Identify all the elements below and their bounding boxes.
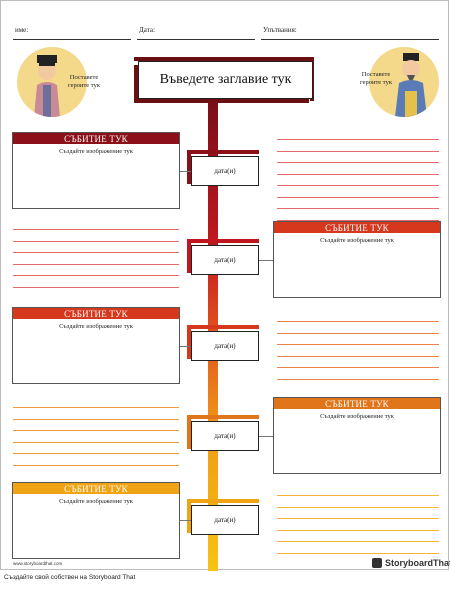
writing-line[interactable] [277,529,439,531]
date-text: дата(и) [214,432,236,440]
character-portrait-left [17,47,87,117]
event-subtitle: Създайте изображение тук [320,413,394,420]
writing-line[interactable] [277,208,439,209]
writing-line[interactable] [13,418,179,420]
writing-line[interactable] [277,196,439,198]
title-box[interactable]: Въведете заглавие тук [138,61,313,99]
writing-line[interactable] [277,185,439,186]
writing-line[interactable] [13,240,179,242]
event-subtitle: Създайте изображение тук [59,498,133,505]
writing-line[interactable] [277,506,439,508]
character-portrait-right [369,47,439,117]
writing-line[interactable] [277,378,439,380]
writing-line[interactable] [277,541,439,542]
event-box[interactable]: СЪБИТИЕ ТУК Създайте изображение тук [12,482,180,559]
writing-line[interactable] [277,150,439,152]
writing-line[interactable] [277,219,439,221]
man-character-icon [395,53,427,117]
woman-character-icon [34,55,60,117]
questions-field[interactable] [261,39,439,40]
date-box[interactable]: дата(и) [191,505,259,535]
writing-line[interactable] [277,518,439,519]
date-label: Дата: [139,26,155,34]
writing-line[interactable] [277,495,439,496]
writing-line[interactable] [277,355,439,357]
date-text: дата(и) [214,256,236,264]
connector [180,520,191,521]
writing-line[interactable] [13,275,179,276]
writing-line[interactable] [277,552,439,554]
name-label: име: [15,26,29,34]
event-heading: СЪБИТИЕ ТУК [13,133,179,144]
bottom-caption: Създайте свой собствен на Storyboard Tha… [4,574,136,581]
date-text: дата(и) [214,167,236,175]
event-box[interactable]: СЪБИТИЕ ТУК Създайте изображение тук [12,132,180,209]
writing-line[interactable] [277,332,439,334]
writing-line[interactable] [277,139,439,140]
name-field[interactable] [13,39,131,40]
date-frame [187,239,259,273]
connector [180,346,191,347]
date-frame [187,499,259,533]
writing-line[interactable] [13,263,179,265]
questions-label: Упътвания: [263,26,297,34]
logo-icon [372,558,382,568]
portrait-right-caption: Поставете героите тук [360,71,392,86]
date-text: дата(и) [214,342,236,350]
writing-line[interactable] [13,453,179,454]
date-frame [187,325,259,359]
event-box[interactable]: СЪБИТИЕ ТУК Създайте изображение тук [273,397,441,474]
date-box[interactable]: дата(и) [191,245,259,275]
writing-line[interactable] [13,441,179,443]
writing-line[interactable] [277,321,439,322]
date-box[interactable]: дата(и) [191,421,259,451]
date-frame [187,415,259,449]
connector [180,171,191,172]
event-subtitle: Създайте изображение тук [59,148,133,155]
writing-line[interactable] [277,173,439,175]
worksheet: име: Дата: Упътвания: Поставете героите … [0,0,450,571]
event-heading: СЪБИТИЕ ТУК [274,398,440,409]
writing-line[interactable] [13,464,179,466]
writing-line[interactable] [277,367,439,368]
writing-line[interactable] [13,407,179,408]
logo-text: StoryboardThat [385,558,450,568]
title-text: Въведете заглавие тук [159,72,292,87]
writing-line[interactable] [13,229,179,230]
event-heading: СЪБИТИЕ ТУК [13,483,179,494]
date-text: дата(и) [214,516,236,524]
event-subtitle: Създайте изображение тук [320,237,394,244]
writing-line[interactable] [13,286,179,288]
event-heading: СЪБИТИЕ ТУК [13,308,179,319]
storyboardthat-logo: StoryboardThat [372,558,450,568]
writing-line[interactable] [13,430,179,431]
connector [259,436,273,437]
date-box[interactable]: дата(и) [191,331,259,361]
event-box[interactable]: СЪБИТИЕ ТУК Създайте изображение тук [273,221,441,298]
date-frame [187,150,259,184]
event-heading: СЪБИТИЕ ТУК [274,222,440,233]
date-field[interactable] [137,39,255,40]
event-box[interactable]: СЪБИТИЕ ТУК Създайте изображение тук [12,307,180,384]
writing-line[interactable] [277,344,439,345]
writing-line[interactable] [277,162,439,163]
connector [259,260,273,261]
writing-line[interactable] [13,252,179,253]
event-subtitle: Създайте изображение тук [59,323,133,330]
portrait-left-caption: Поставете героите тук [68,74,100,89]
date-box[interactable]: дата(и) [191,156,259,186]
footer-url: www.storyboardthat.com [13,561,63,566]
